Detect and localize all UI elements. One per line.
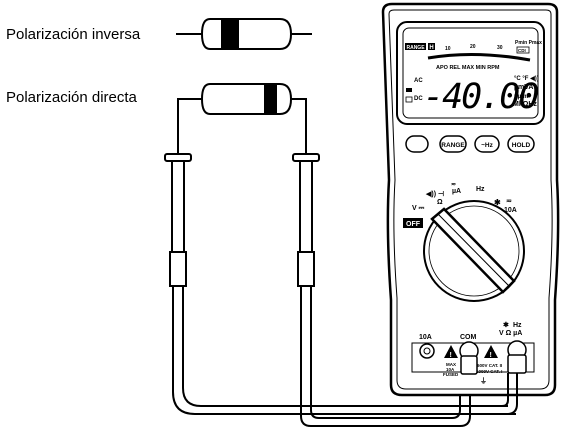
ac-indicator: AC	[414, 78, 423, 84]
button-row: RANGE ~Hz HOLD	[405, 135, 535, 153]
unit-row-4: MkΩHz	[513, 101, 537, 108]
jack-com-label: COM	[460, 334, 477, 341]
jack-diode-icon: ✱	[503, 321, 509, 329]
warning-icon-left: !	[450, 352, 452, 359]
off-position	[403, 218, 423, 228]
dial-diode-icon: ✱	[494, 198, 501, 207]
ground-icon: ⏚	[480, 377, 487, 385]
blank-button[interactable]	[405, 135, 429, 153]
peak-sub: CDI	[518, 48, 526, 53]
dial-v-label: V ⎓	[412, 205, 425, 212]
dial-ohm-sub: Ω	[437, 199, 443, 206]
fuse-note-2: 10A	[446, 367, 455, 372]
scale-tick-20: 20	[470, 44, 476, 50]
peak-label: Pmin Pmax	[515, 40, 542, 46]
dial-ua-label: µA	[452, 188, 461, 195]
mode-row: APO REL MAX MIN RPM	[436, 65, 500, 71]
fuse-note-1: MAX	[446, 362, 456, 367]
hold-indicator-text: H	[429, 45, 433, 51]
cat-note-2: 1000V CAT. I	[476, 369, 502, 374]
probe-red	[292, 148, 471, 427]
probe-plugs	[460, 354, 527, 415]
hold-button[interactable]	[507, 135, 535, 153]
lcd-display: RANGE H 10 20 30 Pmin Pmax CDI APO REL M…	[396, 21, 545, 125]
lcd-reading: -40.00	[423, 77, 538, 117]
range-button-label: RANGE	[441, 142, 465, 149]
hz-button[interactable]	[474, 135, 500, 153]
scale-tick-30: 30	[497, 45, 503, 51]
dc-indicator: DC	[414, 96, 423, 102]
scale-tick-10: 10	[445, 46, 451, 52]
rotary-dial[interactable]	[423, 200, 525, 302]
jack-10a-label: 10A	[419, 334, 432, 341]
warning-icon-right: !	[490, 352, 492, 359]
dial-a10-label: 10A	[504, 207, 517, 214]
dial-ua-top: ≂	[451, 182, 456, 188]
range-indicator	[405, 43, 426, 50]
fuse-note-3: FUSED	[443, 372, 459, 377]
hz-button-label: ~Hz	[481, 142, 493, 149]
range-button[interactable]	[439, 135, 467, 153]
dial-hz-label: Hz	[476, 186, 485, 193]
range-indicator-text: RANGE	[406, 45, 425, 51]
unit-row-1: °C °F ◀))	[514, 75, 539, 82]
off-label: OFF	[406, 221, 421, 228]
reverse-bias-label: Polarización inversa	[6, 26, 141, 43]
reverse-diode	[176, 18, 312, 50]
probe-black	[164, 148, 516, 415]
dial-ohm-label: ◀)) ⊣	[425, 190, 444, 198]
jack-v-ohm-label: V Ω µA	[499, 330, 522, 337]
hold-button-label: HOLD	[512, 142, 531, 149]
unit-row-3: nµmF	[514, 94, 530, 100]
cat-note-1: 600V CAT. II	[477, 363, 502, 368]
unit-row-2: µmVA	[514, 84, 533, 91]
jack-v-ohm-top: Hz	[513, 322, 522, 329]
hold-indicator	[428, 43, 435, 50]
forward-bias-label: Polarización directa	[6, 89, 138, 106]
forward-diode	[177, 83, 307, 148]
dial-a10-top: ≂	[506, 198, 512, 205]
